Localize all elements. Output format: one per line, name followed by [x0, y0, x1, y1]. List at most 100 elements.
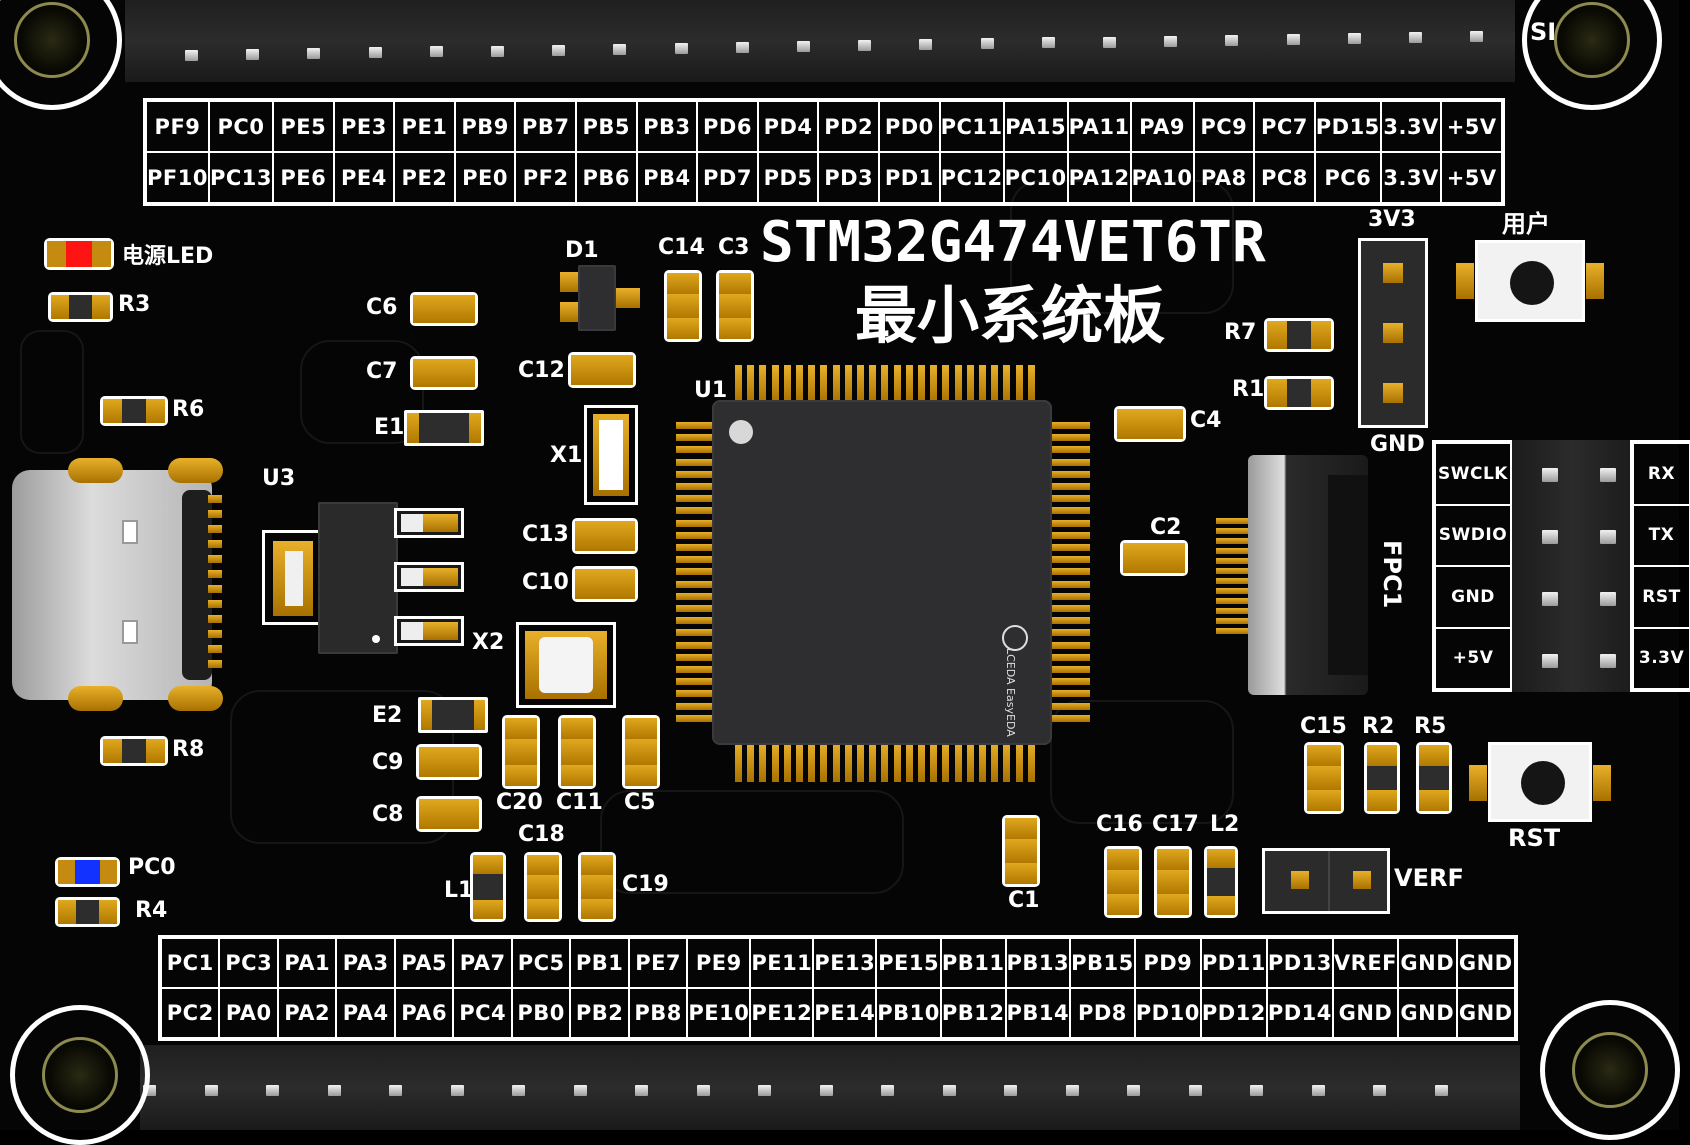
header-pin	[696, 1085, 710, 1096]
reset-button[interactable]	[1469, 742, 1611, 822]
mcu-pin	[735, 742, 742, 782]
pin-label: PD15	[1314, 101, 1381, 152]
mcu-pin	[808, 365, 816, 403]
header-pin	[980, 38, 994, 50]
mcu-pin	[676, 678, 714, 686]
pin-label: PE9	[687, 938, 751, 988]
mcu-pin	[676, 592, 714, 600]
mcu-pin	[771, 365, 779, 403]
mcu-pin	[979, 742, 986, 782]
header-pin	[552, 44, 566, 56]
capacitor-c18	[524, 852, 562, 922]
mcu-pin	[676, 714, 714, 722]
c2-label: C2	[1150, 515, 1182, 540]
mcu-pin	[1050, 702, 1090, 710]
capacitor-c16	[1104, 846, 1142, 918]
pin-label: PB13	[1005, 938, 1071, 988]
mcu-pin	[857, 742, 864, 782]
u3-pin	[394, 616, 464, 646]
inductor-l1	[470, 852, 506, 922]
capacitor-c3	[716, 270, 754, 342]
pin-label: PE3	[333, 101, 395, 152]
pin-label: GND	[1332, 988, 1399, 1038]
pin-label: PD8	[1070, 988, 1135, 1038]
header-pin	[1103, 36, 1116, 48]
pin-label: PD4	[757, 101, 819, 152]
mcu-pin	[1050, 605, 1090, 612]
mcu-pin	[676, 629, 714, 637]
mcu-pin	[893, 365, 901, 403]
mcu-pin	[808, 742, 816, 782]
mounting-hole-bottom-left	[10, 1005, 150, 1145]
c13-label: C13	[522, 522, 569, 547]
pin-label: PA12	[1067, 152, 1131, 203]
mcu-pin	[1027, 742, 1035, 782]
header-pin	[1041, 37, 1055, 49]
mcu-pin	[1027, 365, 1035, 403]
u3-pin1-dot	[372, 635, 380, 643]
user-button[interactable]	[1456, 240, 1604, 322]
header-pin	[1373, 1085, 1386, 1096]
power-select-jumper[interactable]	[1358, 238, 1428, 428]
pin-label: PD2	[818, 101, 879, 152]
u3-tab-outline	[262, 530, 322, 625]
debug-pin-label: SWCLK	[1435, 443, 1511, 505]
r7-label: R7	[1224, 320, 1257, 345]
usb-pin	[208, 615, 222, 623]
c9-label: C9	[372, 750, 404, 775]
mcu-pin	[676, 519, 714, 527]
mcu-pin	[1050, 544, 1090, 551]
resistor-r7	[1264, 318, 1334, 352]
mcu-pin	[1050, 495, 1090, 503]
fpc-pin	[1216, 558, 1252, 564]
c11-label: C11	[556, 790, 603, 815]
c14-label: C14	[658, 235, 705, 260]
c15-label: C15	[1300, 714, 1347, 739]
mcu-pin	[1050, 483, 1090, 490]
header-pin	[1127, 1085, 1140, 1096]
mcu-pin	[676, 458, 714, 466]
pin-label: PC4	[453, 988, 512, 1038]
usb-pin	[208, 540, 222, 548]
r1-label: R1	[1232, 377, 1265, 402]
vref-jumper[interactable]	[1262, 848, 1390, 914]
pin-label: PD13	[1266, 938, 1333, 988]
mcu-pin	[832, 742, 840, 782]
pin-label: PA10	[1130, 152, 1194, 203]
c19-label: C19	[622, 872, 669, 897]
pin-label: PB8	[628, 988, 688, 1038]
debug-pin-label: RST	[1633, 566, 1690, 628]
d1-label: D1	[565, 238, 599, 263]
header-pin	[1470, 31, 1484, 43]
pin-label: PC13	[208, 152, 273, 203]
d1-pad	[560, 272, 580, 292]
header-pin	[819, 1085, 833, 1096]
header-pin	[389, 1085, 402, 1096]
mcu-pin	[1050, 714, 1090, 722]
debug-header[interactable]	[1512, 440, 1632, 692]
header-pin	[858, 40, 872, 52]
mcu-pin	[869, 365, 877, 403]
mcu-pin	[1050, 629, 1090, 637]
fpc1-connector	[1248, 455, 1368, 695]
fpc-pin	[1216, 568, 1252, 574]
debug-pin-label: RX	[1633, 443, 1690, 505]
capacitor-c19	[578, 852, 616, 922]
header-pin	[246, 49, 260, 61]
header-pin	[1164, 35, 1178, 47]
mcu-pin	[918, 365, 925, 403]
mcu-pin	[759, 742, 767, 782]
header-pin	[674, 42, 688, 54]
trace	[600, 790, 904, 894]
fpc1-label: FPC1	[1378, 540, 1406, 609]
trace	[1010, 180, 1234, 314]
easyeda-logo-text: LCEDA EasyEDA	[1004, 648, 1017, 737]
crystal-x1	[584, 405, 638, 505]
header-pin	[204, 1085, 218, 1096]
c7-label: C7	[366, 359, 398, 384]
mcu-pin	[676, 470, 714, 478]
pin-label: PC3	[219, 938, 278, 988]
pin-label: PB3	[636, 101, 698, 152]
r5-label: R5	[1414, 714, 1447, 739]
